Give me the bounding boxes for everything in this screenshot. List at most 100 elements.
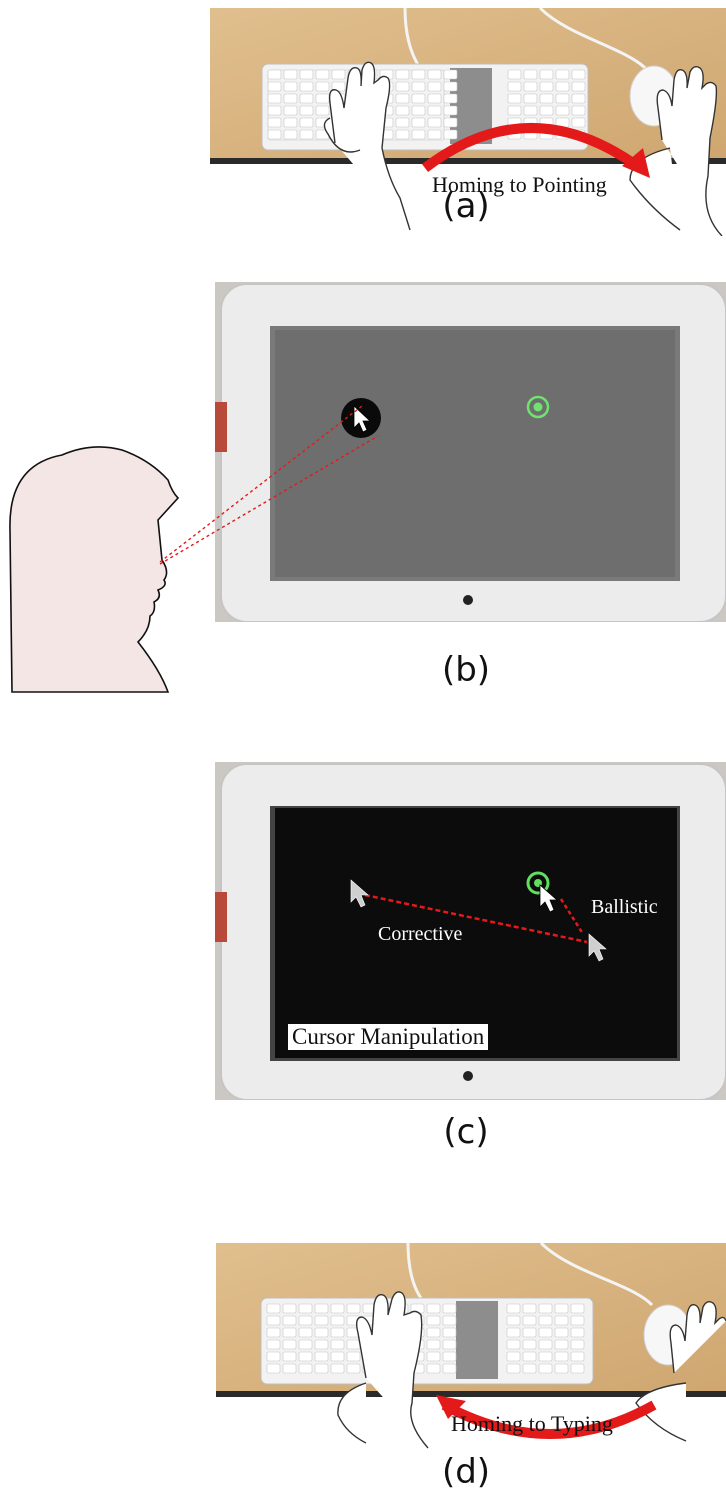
keyboard-key	[298, 1363, 313, 1374]
desk-scene-a	[210, 8, 726, 236]
keyboard-key	[267, 93, 282, 104]
keyboard-key	[539, 69, 554, 80]
keyboard-key	[411, 93, 426, 104]
keyboard-key	[522, 1303, 537, 1314]
cursor-icon	[588, 933, 607, 962]
keyboard-key	[299, 105, 314, 116]
keyboard-key	[555, 81, 570, 92]
keyboard-key	[282, 1339, 297, 1350]
keyboard-key	[507, 69, 522, 80]
keyboard-key	[283, 105, 298, 116]
keyboard-key	[299, 81, 314, 92]
keyboard-key	[570, 1363, 585, 1374]
keyboard-key	[539, 93, 554, 104]
panel-a: Homing to Pointing	[210, 8, 726, 236]
keyboard-key	[522, 1327, 537, 1338]
keyboard-key	[507, 81, 522, 92]
corrective-label: Corrective	[378, 923, 463, 945]
keyboard-key	[283, 69, 298, 80]
keyboard-key	[267, 69, 282, 80]
keyboard-key	[554, 1315, 569, 1326]
keyboard-key	[266, 1327, 281, 1338]
caption-c: (c)	[443, 1112, 489, 1152]
keyboard-key	[298, 1303, 313, 1314]
keyboard-key	[330, 1315, 345, 1326]
keyboard-key	[267, 129, 282, 140]
keyboard-key	[314, 1327, 329, 1338]
keyboard-key	[443, 117, 458, 128]
keyboard-key	[411, 105, 426, 116]
panel-b	[215, 282, 726, 622]
keyboard-key	[395, 69, 410, 80]
desk-edge	[216, 1391, 726, 1397]
keyboard-key	[299, 69, 314, 80]
keyboard-key	[266, 1351, 281, 1362]
homing-to-typing-label: Homing to Typing	[451, 1411, 613, 1436]
gaze-diagram	[9, 405, 379, 693]
keyboard-key	[554, 1303, 569, 1314]
keyboard-key	[522, 1315, 537, 1326]
keyboard-key	[298, 1327, 313, 1338]
keyboard-key	[395, 81, 410, 92]
cursor-icon	[539, 884, 559, 913]
keyboard-key	[426, 1351, 441, 1362]
keyboard-key	[554, 1339, 569, 1350]
hand-icon	[635, 1300, 726, 1442]
desk-edge	[210, 158, 726, 164]
keyboard-key	[282, 1327, 297, 1338]
keyboard-key	[442, 1303, 457, 1314]
keyboard-key	[315, 81, 330, 92]
keyboard-key	[426, 1327, 441, 1338]
keyboard-key	[554, 1351, 569, 1362]
keyboard-key	[523, 81, 538, 92]
keyboard-key	[267, 117, 282, 128]
keyboard-key	[330, 1303, 345, 1314]
keyboard-key	[443, 81, 458, 92]
keyboard-key	[554, 1327, 569, 1338]
keyboard-key	[283, 129, 298, 140]
keyboard-key	[330, 1339, 345, 1350]
panel-c: Corrective Ballistic Cursor Manipulation	[215, 762, 726, 1100]
keyboard-key	[523, 105, 538, 116]
keyboard-key	[538, 1303, 553, 1314]
hand-icon	[629, 65, 723, 236]
keyboard-key	[299, 117, 314, 128]
keyboard-key	[426, 1315, 441, 1326]
keyboard-key	[571, 105, 586, 116]
keyboard-key	[315, 93, 330, 104]
keyboard-key	[266, 1303, 281, 1314]
keyboard-key	[330, 1327, 345, 1338]
keyboard-key	[539, 81, 554, 92]
keyboard-key	[411, 81, 426, 92]
keyboard-key	[346, 1351, 361, 1362]
keyboard-key	[570, 1327, 585, 1338]
caption-a: (a)	[442, 186, 490, 226]
keyboard-key	[442, 1363, 457, 1374]
keyboard-key	[427, 93, 442, 104]
keyboard-key	[426, 1339, 441, 1350]
cursor-icon	[341, 398, 381, 438]
keyboard-key	[314, 1303, 329, 1314]
keyboard-key	[506, 1351, 521, 1362]
keyboard-key	[538, 1363, 553, 1374]
keyboard-key	[283, 81, 298, 92]
cursor-manipulation-label: Cursor Manipulation	[288, 1024, 489, 1050]
panel-d: Homing to Typing	[216, 1243, 726, 1453]
keyboard-key	[442, 1351, 457, 1362]
keyboard-key	[282, 1363, 297, 1374]
keyboard-key	[555, 105, 570, 116]
keyboard-key	[443, 105, 458, 116]
keyboard-key	[506, 1315, 521, 1326]
keyboard-key	[314, 1363, 329, 1374]
target-icon	[526, 395, 550, 419]
head-silhouette	[9, 446, 180, 693]
keyboard-key	[570, 1351, 585, 1362]
hand-icon	[337, 1291, 429, 1449]
keyboard-key	[427, 117, 442, 128]
keyboard-key	[266, 1363, 281, 1374]
keyboard-key	[507, 93, 522, 104]
monitor-screen-black	[275, 808, 677, 1058]
keyboard-key	[395, 93, 410, 104]
keyboard-key	[538, 1315, 553, 1326]
keyboard-key	[282, 1303, 297, 1314]
